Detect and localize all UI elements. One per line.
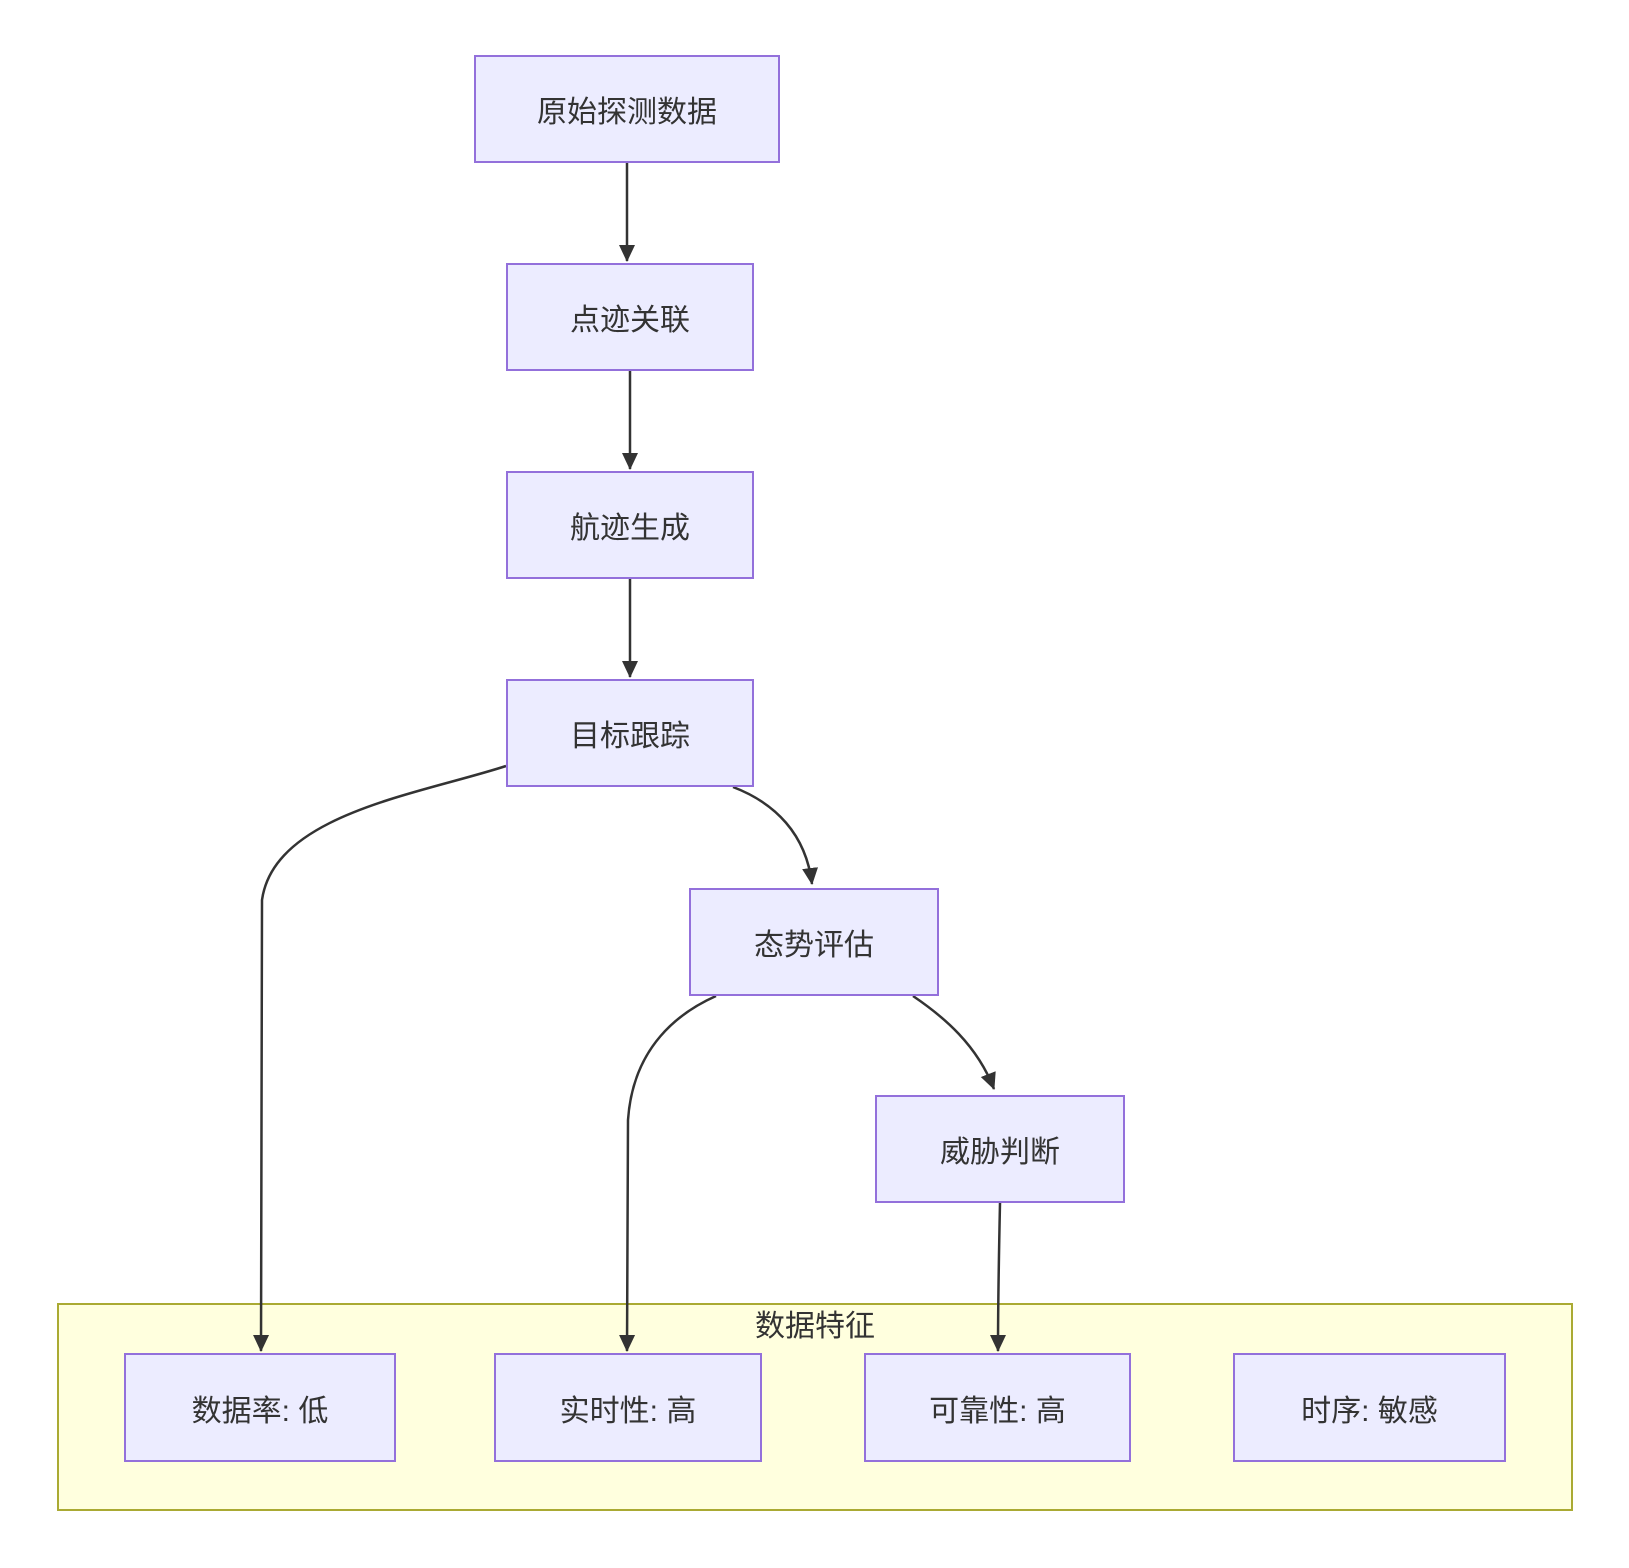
flow-node-label-f-timing: 时序: 敏感 (1301, 1394, 1438, 1428)
flow-node-label-assoc: 点迹关联 (570, 304, 690, 337)
flow-node-label-f-rate: 数据率: 低 (191, 1394, 329, 1428)
flow-node-label-tracking: 目标跟踪 (570, 720, 690, 753)
flow-node-assoc: 点迹关联 (506, 263, 754, 371)
flow-node-label-raw: 原始探测数据 (537, 96, 717, 129)
flow-node-f-timing: 时序: 敏感 (1233, 1353, 1506, 1462)
flow-node-raw: 原始探测数据 (474, 55, 780, 163)
edge-situation-to-threat (912, 994, 996, 1090)
flow-node-threat: 威胁判断 (875, 1095, 1125, 1203)
flow-node-tracking: 目标跟踪 (506, 679, 754, 787)
edge-tracking-to-f-rate (253, 764, 507, 1352)
flow-node-f-reliability: 可靠性: 高 (864, 1353, 1131, 1462)
cluster-label-features: 数据特征 (755, 1310, 875, 1343)
flow-node-f-rate: 数据率: 低 (124, 1353, 396, 1462)
flow-node-label-f-realtime: 实时性: 高 (559, 1394, 697, 1428)
flow-node-label-f-reliability: 可靠性: 高 (929, 1394, 1066, 1428)
flow-node-label-threat: 威胁判断 (940, 1136, 1060, 1169)
flow-node-trackgen: 航迹生成 (506, 471, 754, 579)
flow-node-label-situation: 态势评估 (754, 929, 874, 962)
flow-node-label-trackgen: 航迹生成 (570, 512, 690, 545)
edge-situation-to-f-realtime (619, 994, 717, 1352)
flow-node-f-realtime: 实时性: 高 (494, 1353, 762, 1462)
flow-node-situation: 态势评估 (689, 888, 939, 996)
edge-tracking-to-situation (732, 785, 819, 885)
